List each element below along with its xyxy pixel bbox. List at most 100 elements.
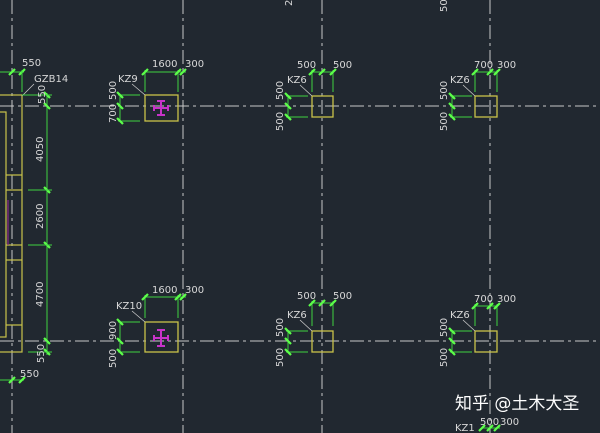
dimension-text: 300 bbox=[497, 60, 516, 71]
column-outline bbox=[474, 330, 498, 353]
dimension-text: 500 bbox=[108, 349, 119, 368]
dimension-tick bbox=[8, 68, 16, 76]
column-label: KZ10 bbox=[116, 301, 142, 312]
dimension-tick bbox=[141, 293, 149, 301]
dimension-tick bbox=[284, 337, 292, 345]
leader-line bbox=[462, 84, 476, 97]
dimension-tick bbox=[448, 337, 456, 345]
dimension-tick bbox=[493, 68, 501, 76]
column-kz9[interactable]: KZ9 1600 300 500 700 bbox=[108, 59, 204, 125]
dimension-tick bbox=[308, 68, 316, 76]
column-outline bbox=[144, 94, 179, 122]
wall-outline bbox=[0, 94, 23, 353]
column-label: KZ1 bbox=[455, 423, 475, 433]
dimension-tick bbox=[43, 102, 51, 110]
wall-label: GZB14 bbox=[34, 74, 68, 85]
dimension-tick bbox=[486, 68, 494, 76]
column-outline bbox=[144, 321, 179, 353]
dimension-tick bbox=[116, 337, 124, 345]
dimension-tick bbox=[493, 424, 501, 432]
fragment-text: 500 bbox=[439, 0, 450, 12]
dimension-text: 550 bbox=[22, 58, 41, 69]
column-label: KZ6 bbox=[450, 75, 470, 86]
dimension-tick bbox=[284, 113, 292, 121]
dimension-tick bbox=[116, 318, 124, 326]
dimension-tick bbox=[448, 348, 456, 356]
leader-line bbox=[299, 319, 313, 332]
cross-steel-icon bbox=[153, 100, 169, 116]
dimension-text: 700 bbox=[474, 60, 493, 71]
dimension-tick bbox=[43, 337, 51, 345]
column-label: KZ9 bbox=[118, 74, 138, 85]
dimension-text: 900 bbox=[108, 321, 119, 340]
dimension-tick bbox=[284, 348, 292, 356]
dimension-text: 500 bbox=[108, 81, 119, 100]
dimension-text: 4050 bbox=[35, 137, 46, 162]
left-wall bbox=[0, 94, 23, 353]
column-kz6[interactable]: KZ6 700 300 500 500 bbox=[439, 60, 516, 131]
dimension-text: 2600 bbox=[35, 204, 46, 229]
dimension-text: 550 bbox=[36, 344, 47, 363]
dimension-tick bbox=[448, 327, 456, 335]
dimension-text: 500 bbox=[333, 291, 352, 302]
column-label: KZ6 bbox=[450, 310, 470, 321]
dimension-tick bbox=[116, 117, 124, 125]
dimension-tick bbox=[116, 91, 124, 99]
dimension-tick bbox=[471, 68, 479, 76]
dimension-text: 700 bbox=[474, 294, 493, 305]
cross-steel-icon bbox=[153, 329, 169, 347]
column-label: KZ6 bbox=[287, 310, 307, 321]
dimension-tick bbox=[329, 299, 337, 307]
dimension-tick bbox=[448, 92, 456, 100]
dimension-text: 300 bbox=[185, 59, 204, 70]
dimension-tick bbox=[8, 376, 16, 384]
column-outline bbox=[474, 95, 498, 118]
dimension-text: 500 bbox=[439, 81, 450, 100]
column-kz6[interactable]: KZ6 500 500 500 500 bbox=[275, 291, 352, 367]
dimension-text: 500 bbox=[439, 348, 450, 367]
dimension-tick bbox=[179, 68, 187, 76]
column-kz6[interactable]: KZ6 500 500 500 500 bbox=[275, 60, 352, 131]
dimension-tick bbox=[284, 102, 292, 110]
column-kz10[interactable]: KZ10 1600 300 900 500 bbox=[108, 285, 204, 368]
dimension-text: 500 bbox=[480, 417, 499, 428]
leader-line bbox=[299, 84, 313, 97]
column-kz6[interactable]: KZ6 700 300 500 500 bbox=[439, 294, 516, 367]
column-outline bbox=[311, 330, 334, 353]
dimension-tick bbox=[318, 299, 326, 307]
dimension-text: 300 bbox=[497, 294, 516, 305]
dimension-tick bbox=[284, 327, 292, 335]
leader-line bbox=[131, 310, 146, 323]
dimension-text: 4700 bbox=[35, 282, 46, 307]
dimension-text: 550 bbox=[37, 85, 48, 104]
dimension-text: 500 bbox=[275, 112, 286, 131]
dimension-text: 500 bbox=[333, 60, 352, 71]
dimension-tick bbox=[478, 424, 486, 432]
dimension-tick bbox=[18, 376, 26, 384]
dimension-text: 500 bbox=[439, 318, 450, 337]
dimension-text: 700 bbox=[108, 104, 119, 123]
column-kz1[interactable]: KZ1 500 300 bbox=[455, 417, 519, 433]
dimension-tick bbox=[486, 302, 494, 310]
dimension-tick bbox=[141, 68, 149, 76]
dimension-text: 500 bbox=[275, 81, 286, 100]
dimension-text: 1600 bbox=[152, 285, 177, 296]
dimension-text: 300 bbox=[185, 285, 204, 296]
fragment-text: 2 bbox=[284, 0, 295, 6]
dimension-tick bbox=[179, 293, 187, 301]
dimension-tick bbox=[174, 68, 182, 76]
dimension-tick bbox=[448, 102, 456, 110]
dimension-tick bbox=[318, 68, 326, 76]
dimension-text: 500 bbox=[439, 112, 450, 131]
dimension-text: 500 bbox=[275, 348, 286, 367]
dimension-tick bbox=[116, 102, 124, 110]
dimension-tick bbox=[116, 348, 124, 356]
dimension-text: 550 bbox=[20, 369, 39, 380]
column-outline bbox=[311, 95, 334, 118]
dimension-tick bbox=[493, 302, 501, 310]
leader-line bbox=[462, 319, 476, 332]
dimension-tick bbox=[448, 113, 456, 121]
wall-inner bbox=[0, 111, 7, 338]
